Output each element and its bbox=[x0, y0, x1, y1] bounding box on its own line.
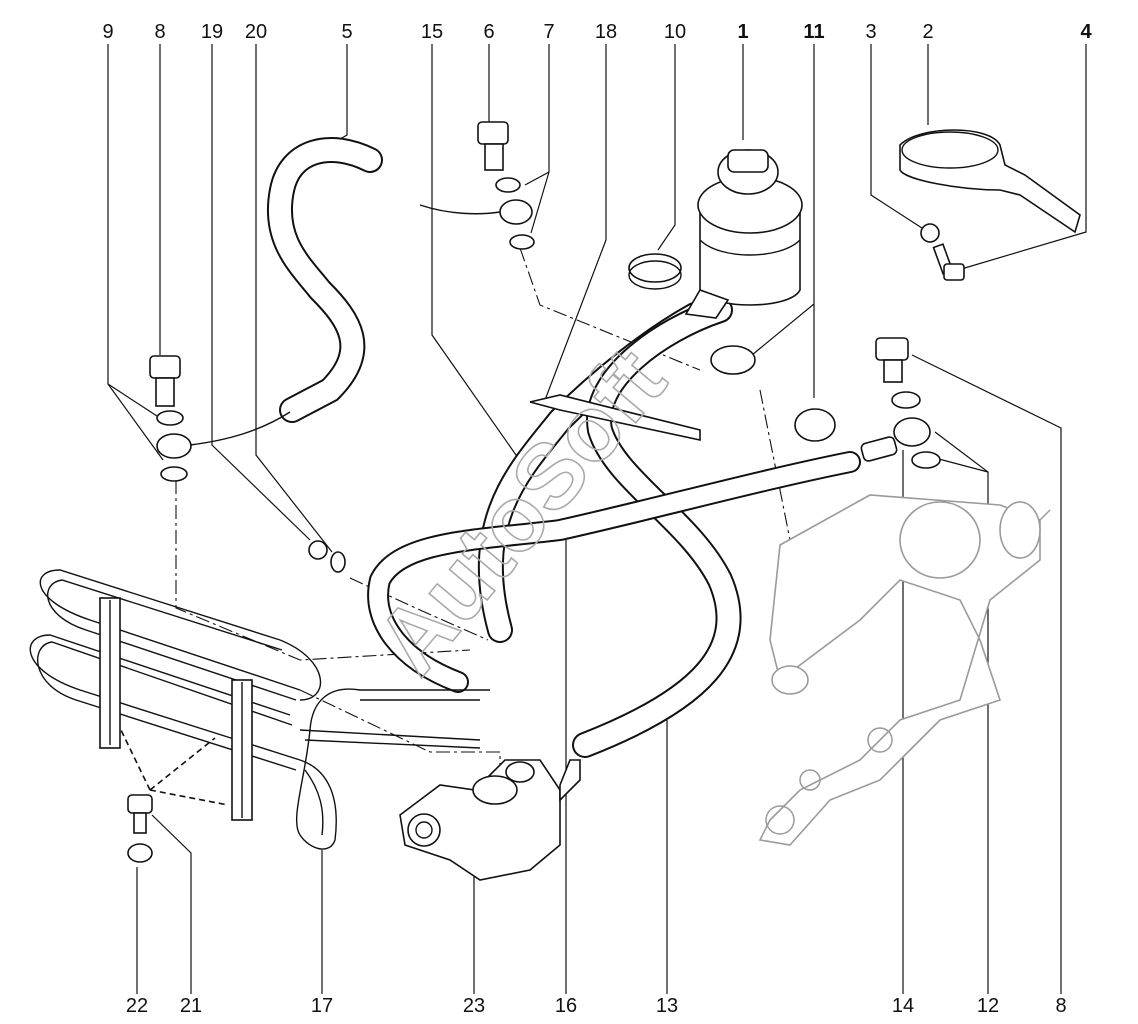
steering-gear bbox=[758, 494, 1051, 846]
clamp-11b bbox=[794, 408, 836, 442]
bracket-2 bbox=[899, 129, 1081, 234]
washer-12a bbox=[891, 391, 921, 409]
callout-12: 12 bbox=[977, 995, 999, 1017]
leader-3 bbox=[870, 44, 926, 231]
leader-9b bbox=[107, 383, 164, 461]
callout-11: 11 bbox=[803, 21, 824, 43]
callout-numbers-bottom: 22 21 17 23 16 13 14 12 8 bbox=[126, 995, 1067, 1017]
callout-18: 18 bbox=[595, 21, 617, 43]
callout-17: 17 bbox=[311, 995, 333, 1017]
clamp-11a bbox=[710, 345, 756, 375]
leader-12b bbox=[934, 457, 989, 473]
callout-14: 14 bbox=[892, 995, 914, 1017]
callout-21: 21 bbox=[180, 995, 202, 1017]
banjo-bolt-6 bbox=[477, 121, 509, 145]
leader-21 bbox=[151, 814, 192, 994]
callout-3: 3 bbox=[865, 21, 876, 43]
arrow-bolt-left bbox=[119, 727, 151, 791]
washer-12b bbox=[911, 451, 941, 469]
arrow-bolt-mid bbox=[149, 737, 216, 791]
gear-housing bbox=[758, 494, 1041, 846]
leader-7a bbox=[524, 44, 550, 186]
callout-1: 1 bbox=[737, 21, 748, 43]
callout-15: 15 bbox=[421, 21, 443, 43]
power-steering-pump-23 bbox=[399, 759, 581, 881]
washer-9b bbox=[160, 466, 188, 482]
leader-19 bbox=[211, 44, 311, 541]
nut-19 bbox=[308, 540, 328, 560]
lock-washer-3 bbox=[920, 223, 940, 243]
leader-4 bbox=[957, 44, 1087, 271]
banjo-fitting-left bbox=[156, 433, 192, 459]
callout-numbers-top: 9 8 19 20 5 15 6 7 18 10 1 11 3 2 4 bbox=[102, 21, 1092, 43]
washer-9a bbox=[156, 410, 184, 426]
reservoir-1 bbox=[684, 149, 803, 319]
flow-line-cooler bbox=[175, 480, 471, 661]
pump-body bbox=[399, 759, 561, 881]
callout-16: 16 bbox=[555, 995, 577, 1017]
callout-6: 6 bbox=[483, 21, 494, 43]
callout-19: 19 bbox=[201, 21, 223, 43]
banjo-fitting-top bbox=[499, 199, 533, 225]
leader-18 bbox=[544, 44, 607, 401]
callout-23: 23 bbox=[463, 995, 485, 1017]
leader-8b bbox=[911, 354, 1062, 994]
callout-20: 20 bbox=[245, 21, 267, 43]
callout-10: 10 bbox=[664, 21, 686, 43]
callout-13: 13 bbox=[656, 995, 678, 1017]
leader-15 bbox=[431, 44, 531, 476]
bolt-21 bbox=[127, 794, 153, 814]
washer-7a bbox=[495, 177, 521, 193]
arrow-bolt-right bbox=[149, 789, 229, 806]
oil-cooler bbox=[29, 569, 490, 850]
banjo-fitting-right bbox=[893, 417, 931, 447]
callout-8-bottom: 8 bbox=[1055, 995, 1066, 1017]
flow-line-reservoir bbox=[759, 389, 791, 541]
leader-20 bbox=[255, 44, 333, 553]
washer-7b bbox=[509, 234, 535, 250]
callout-22: 22 bbox=[126, 995, 148, 1017]
ring-20 bbox=[330, 551, 346, 573]
callout-5: 5 bbox=[341, 21, 352, 43]
hoses bbox=[267, 137, 861, 758]
strap-18 bbox=[529, 394, 701, 441]
washer-22 bbox=[127, 843, 153, 863]
callout-8: 8 bbox=[154, 21, 165, 43]
banjo-bolt-8-right bbox=[875, 337, 909, 361]
leader-10 bbox=[657, 44, 676, 251]
leader-5 bbox=[329, 44, 348, 146]
small-parts bbox=[127, 121, 1081, 863]
callout-7: 7 bbox=[543, 21, 554, 43]
clamp-10 bbox=[628, 253, 682, 283]
banjo-bolt-8-left bbox=[149, 355, 181, 379]
leader-7b bbox=[530, 171, 550, 234]
fitting-14 bbox=[860, 436, 898, 462]
callout-9: 9 bbox=[102, 21, 113, 43]
callout-2: 2 bbox=[922, 21, 933, 43]
callout-4: 4 bbox=[1080, 21, 1092, 43]
